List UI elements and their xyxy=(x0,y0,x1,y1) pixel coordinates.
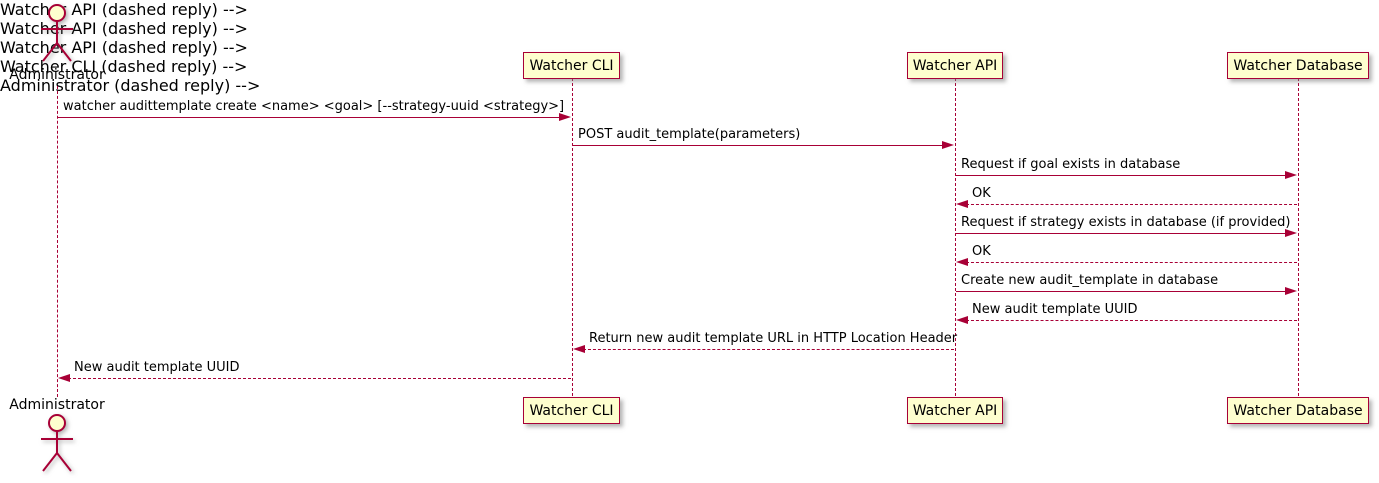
arrowhead-right-icon xyxy=(1285,287,1297,295)
participant-label: Watcher CLI xyxy=(529,402,614,419)
arrowhead-left-icon xyxy=(956,258,968,266)
message-line xyxy=(583,349,954,350)
message-label: POST audit_template(parameters) xyxy=(578,127,801,142)
message-label: Request if goal exists in database xyxy=(961,157,1181,172)
message-line xyxy=(966,320,1297,321)
arrowhead-right-icon xyxy=(1285,171,1297,179)
participant-label: Watcher CLI xyxy=(529,57,614,74)
arrowhead-left-icon xyxy=(956,316,968,324)
message-label: OK xyxy=(972,186,991,201)
arrowhead-left-icon xyxy=(573,345,585,353)
participant-label: Watcher Database xyxy=(1233,402,1363,419)
message-line xyxy=(956,233,1288,234)
participant-watcher-database-top: Watcher Database xyxy=(1227,52,1369,79)
message-line xyxy=(966,262,1297,263)
message-line xyxy=(966,204,1297,205)
actor-label-bottom: Administrator xyxy=(9,397,105,413)
arrowhead-right-icon xyxy=(942,141,954,149)
participant-label: Watcher Database xyxy=(1233,57,1363,74)
actor-icon xyxy=(41,414,73,472)
participant-watcher-api-top: Watcher API xyxy=(907,52,1003,79)
message-line xyxy=(956,291,1288,292)
participant-label: Watcher API xyxy=(912,57,998,74)
lifeline-watcher-api xyxy=(954,78,956,396)
lifeline-watcher-database xyxy=(1297,78,1299,396)
participant-watcher-api-bottom: Watcher API xyxy=(907,397,1003,424)
actor-icon xyxy=(41,4,73,62)
arrowhead-right-icon xyxy=(559,113,571,121)
message-label: New audit template UUID xyxy=(972,302,1138,317)
participant-watcher-cli-top: Watcher CLI xyxy=(523,52,620,79)
message-line xyxy=(956,175,1288,176)
message-line xyxy=(68,378,571,379)
arrowhead-left-icon xyxy=(956,200,968,208)
message-label: watcher audittemplate create <name> <goa… xyxy=(63,99,565,114)
message-line xyxy=(58,117,562,118)
message-label: Create new audit_template in database xyxy=(961,273,1219,288)
message-line xyxy=(573,145,945,146)
arrowhead-left-icon xyxy=(58,374,70,382)
lifeline-watcher-cli xyxy=(571,78,573,396)
participant-watcher-cli-bottom: Watcher CLI xyxy=(523,397,620,424)
lifeline-administrator xyxy=(56,86,58,397)
message-label: New audit template UUID xyxy=(74,360,240,375)
message-label: Request if strategy exists in database (… xyxy=(961,215,1291,230)
participant-watcher-database-bottom: Watcher Database xyxy=(1227,397,1369,424)
arrowhead-right-icon xyxy=(1285,229,1297,237)
message-label: Return new audit template URL in HTTP Lo… xyxy=(589,331,958,346)
participant-label: Watcher API xyxy=(912,402,998,419)
actor-label-top: Administrator xyxy=(9,67,105,83)
message-label: OK xyxy=(972,244,991,259)
